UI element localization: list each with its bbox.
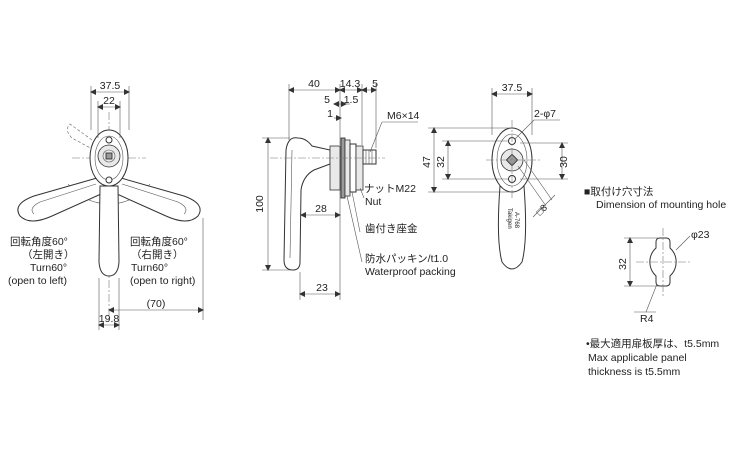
back-brand: Takigen bbox=[506, 208, 512, 229]
left-turn-jp2: （左開き） bbox=[22, 248, 75, 261]
back-model: A-768 bbox=[513, 212, 519, 229]
front-hole-top bbox=[105, 136, 113, 144]
side-handle bbox=[283, 137, 331, 271]
washer-label: 歯付き座金 bbox=[365, 222, 418, 235]
front-dim-width: 37.5 bbox=[100, 80, 121, 92]
back-dim-sq8: □8 bbox=[534, 203, 550, 219]
back-dim-holes: 2-φ7 bbox=[534, 108, 556, 120]
washer-leader bbox=[351, 191, 361, 233]
side-dim-14-3: 14.3 bbox=[340, 78, 361, 90]
mounting-title-en: Dimension of mounting hole bbox=[596, 199, 726, 211]
sq8-ext-2 bbox=[523, 159, 553, 201]
side-dim-28: 28 bbox=[315, 203, 327, 215]
side-dim-height: 100 bbox=[254, 195, 266, 213]
handle-vertical bbox=[98, 185, 120, 277]
mounting-title-jp: ■取付け穴寸法 bbox=[584, 185, 653, 198]
side-panel bbox=[340, 137, 346, 199]
front-dim-bottom: 19.8 bbox=[99, 313, 120, 325]
handle-turned-left bbox=[17, 175, 111, 222]
side-dim-1-5: 1.5 bbox=[344, 94, 359, 106]
mounting-dim-r4: R4 bbox=[640, 313, 654, 325]
side-washer bbox=[349, 143, 357, 193]
note-line-2: Max applicable panel bbox=[588, 352, 687, 364]
nut-label-en: Nut bbox=[365, 196, 381, 208]
thread-label: M6×14 bbox=[387, 110, 420, 122]
packing-leader bbox=[346, 195, 363, 263]
mounting-dim-diameter: φ23 bbox=[691, 229, 710, 241]
thread-leader bbox=[369, 121, 383, 153]
back-dim-30: 30 bbox=[558, 156, 570, 168]
right-turn-jp2: （右開き） bbox=[131, 248, 184, 261]
sq8-ext-1 bbox=[517, 165, 547, 207]
back-dim-width: 37.5 bbox=[502, 82, 523, 94]
note-block: •最大適用扉板厚は、t5.5mm Max applicable panel th… bbox=[586, 337, 719, 378]
left-turn-jp: 回転角度60° bbox=[10, 235, 68, 248]
packing-label-en: Waterproof packing bbox=[365, 266, 456, 278]
left-turn-en2: (open to left) bbox=[8, 275, 67, 287]
handle-hidden-position bbox=[67, 123, 95, 151]
side-dim-5-mid: 5 bbox=[324, 94, 330, 106]
right-turn-en: Turn60° bbox=[131, 262, 168, 274]
sq8-dim-line bbox=[532, 194, 556, 218]
front-view: 37.5 22 (70) 19.8 回転角度60° （左開き） Turn60° … bbox=[8, 80, 204, 330]
front-dim-inner: 22 bbox=[103, 95, 115, 107]
note-line-3: thickness is t5.5mm bbox=[588, 366, 680, 378]
front-hole-bottom bbox=[105, 176, 113, 184]
note-line-1: •最大適用扉板厚は、t5.5mm bbox=[586, 337, 719, 350]
diameter-leader bbox=[675, 235, 691, 251]
side-thread bbox=[362, 149, 377, 165]
side-view: 40 14.3 5 5 1.5 1 M6×14 100 28 23 ナットM22 bbox=[254, 78, 456, 300]
mounting-dim-32: 32 bbox=[617, 258, 629, 270]
side-dim-40: 40 bbox=[308, 78, 320, 90]
holes-leader bbox=[514, 119, 535, 140]
front-cylinder-core bbox=[102, 149, 116, 163]
side-base bbox=[329, 145, 341, 191]
side-dim-23: 23 bbox=[316, 282, 328, 294]
front-key-square bbox=[105, 152, 113, 160]
back-handle bbox=[497, 185, 527, 270]
handle-right-inner bbox=[121, 183, 187, 215]
back-dim-32: 32 bbox=[435, 156, 447, 168]
front-dim-reach: (70) bbox=[147, 298, 166, 310]
back-view: Takigen A-768 37.5 2-φ7 47 32 bbox=[421, 82, 570, 270]
nut-label-jp: ナットM22 bbox=[364, 183, 416, 195]
side-dim-5-top: 5 bbox=[372, 78, 378, 90]
left-turn-en: Turn60° bbox=[30, 262, 67, 274]
handle-left-inner bbox=[31, 183, 97, 215]
side-nut bbox=[355, 145, 364, 191]
mounting-hole: ■取付け穴寸法 Dimension of mounting hole φ23 3… bbox=[584, 185, 726, 325]
r4-leader bbox=[645, 283, 658, 313]
side-handle-edge bbox=[289, 149, 293, 259]
right-turn-en2: (open to right) bbox=[130, 275, 195, 287]
side-dim-1: 1 bbox=[327, 108, 333, 120]
handle-turned-right bbox=[107, 175, 201, 222]
side-packing bbox=[344, 139, 351, 197]
back-dim-47: 47 bbox=[421, 156, 433, 168]
right-turn-jp: 回転角度60° bbox=[130, 235, 188, 248]
packing-label-jp: 防水パッキン/t1.0 bbox=[365, 252, 448, 265]
nut-leader bbox=[359, 187, 365, 199]
